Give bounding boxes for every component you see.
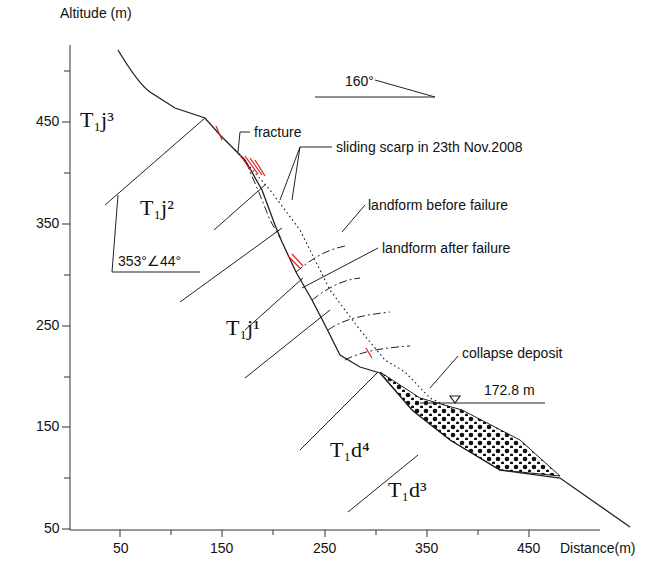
tick-label: 450 (517, 541, 540, 556)
tick-label: 350 (415, 541, 438, 556)
axis-title: Distance(m) (560, 541, 635, 556)
tick-label: 150 (36, 419, 59, 434)
tick-label: 150 (210, 541, 233, 556)
axis-title: Altitude (m) (60, 6, 132, 21)
tick-label: 250 (313, 541, 336, 556)
stratum-label: T₁d³ (388, 478, 427, 502)
water-level-label: 172.8 m (484, 383, 535, 398)
tick-label: 50 (113, 541, 129, 556)
stratum-label: T₁d⁴ (330, 438, 370, 462)
callout-label: landform before failure (368, 198, 508, 213)
callout-label: landform after failure (382, 241, 510, 256)
tick-label: 50 (44, 521, 60, 536)
tick-label: 450 (36, 114, 59, 129)
callout-label: fracture (254, 125, 301, 140)
tick-label: 250 (36, 318, 59, 333)
callout-label: sliding scarp in 23th Nov.2008 (336, 140, 523, 155)
stratum-label: T₁j³ (80, 108, 114, 132)
attitude-label: 353°∠44° (118, 254, 181, 269)
stratum-label: T₁j¹ (226, 316, 260, 340)
tick-label: 350 (36, 216, 59, 231)
azimuth-label: 160° (345, 74, 374, 89)
stratum-label: T₁j² (140, 196, 174, 220)
callout-label: collapse deposit (462, 346, 562, 361)
